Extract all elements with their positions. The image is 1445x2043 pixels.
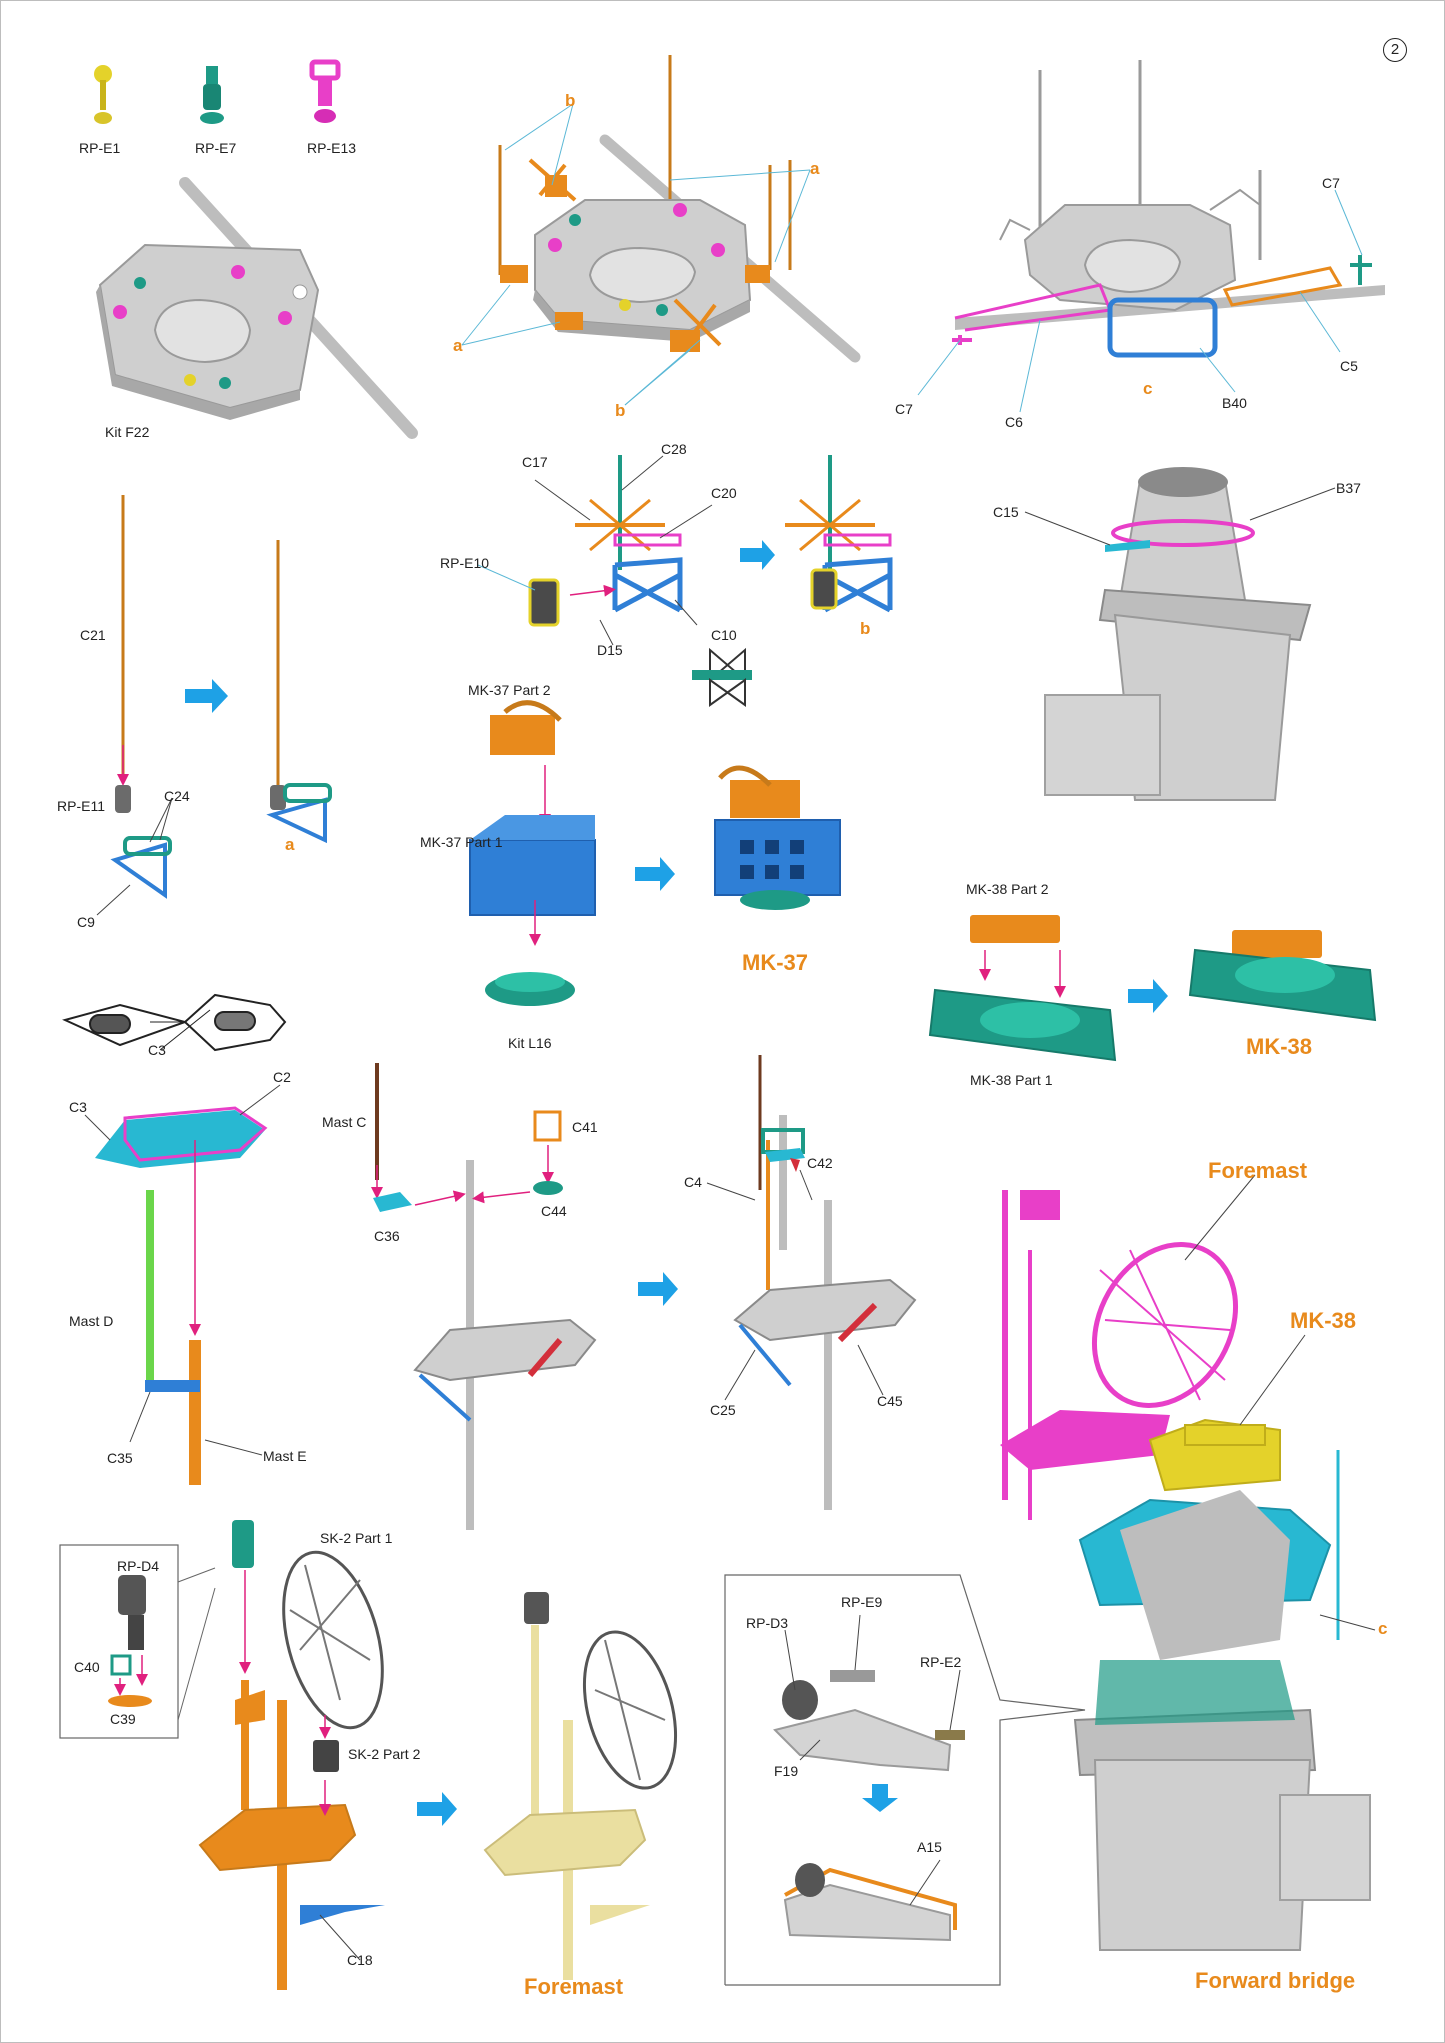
label-foremast-bottom: Foremast: [524, 1974, 624, 1999]
label-rp-e2: RP-E2: [920, 1654, 962, 1670]
label-b-assembled: b: [860, 619, 871, 638]
label-c-platform: c: [1143, 379, 1153, 398]
label-c28: C28: [661, 441, 687, 457]
label-rp-e1: RP-E1: [79, 140, 121, 156]
part-rp-e1: [94, 65, 112, 124]
arrow-right-icon: [417, 1792, 457, 1826]
label-c15: C15: [993, 504, 1019, 520]
label-c36: C36: [374, 1228, 400, 1244]
label-c42: C42: [807, 1155, 833, 1171]
arrow-right-icon: [1128, 979, 1168, 1013]
label-c24: C24: [164, 788, 190, 804]
label-c10: C10: [711, 627, 737, 643]
label-c39: C39: [110, 1711, 136, 1727]
label-rp-e13: RP-E13: [307, 140, 357, 156]
label-b-bottom: b: [615, 401, 626, 420]
part-rp-e7: [200, 66, 224, 124]
label-c5: C5: [1340, 358, 1358, 374]
label-kit-f22: Kit F22: [105, 424, 150, 440]
mk37-assembly: [469, 700, 841, 1006]
funnel-tower: [1024, 467, 1336, 801]
label-mk38-bridge: MK-38: [1290, 1308, 1357, 1333]
label-c4: C4: [684, 1174, 702, 1190]
label-c21: C21: [80, 627, 106, 643]
rp-d4-inset: [59, 1544, 216, 1739]
label-b40: B40: [1222, 395, 1247, 411]
page-number: 2: [1383, 38, 1407, 62]
label-mast-c: Mast C: [322, 1114, 367, 1130]
label-mast-e: Mast E: [263, 1448, 307, 1464]
part-rp-e13: [309, 59, 341, 123]
mast-c-assembly: [371, 1063, 597, 1530]
label-c17: C17: [522, 454, 548, 470]
platform-with-yardarms: [461, 55, 861, 406]
label-a-left: a: [453, 336, 463, 355]
c10-flat-part: [692, 647, 752, 707]
c10-structure-assembly: [477, 455, 893, 707]
arrow-right-icon: [740, 540, 775, 570]
mast-d-e-assembly: [84, 1084, 281, 1485]
mk38-assembly: [928, 915, 1377, 1062]
searchlight-inset: [724, 1574, 1086, 1986]
arrow-right-icon: [635, 857, 675, 891]
platform-assembly-c: [917, 60, 1385, 413]
label-rp-e7: RP-E7: [195, 140, 237, 156]
label-c40: C40: [74, 1659, 100, 1675]
forward-bridge-assembly: [1000, 1174, 1376, 1951]
label-mk38-title: MK-38: [1246, 1034, 1313, 1059]
label-c7-top: C7: [1322, 175, 1340, 191]
label-rp-e9: RP-E9: [841, 1594, 883, 1610]
label-c41: C41: [572, 1119, 598, 1135]
label-sk2-part1: SK-2 Part 1: [320, 1530, 393, 1546]
label-a-right: a: [810, 159, 820, 178]
label-rp-e10: RP-E10: [440, 555, 490, 571]
label-forward-bridge: Forward bridge: [1195, 1968, 1356, 1993]
label-c2: C2: [273, 1069, 291, 1085]
label-b-top: b: [565, 91, 576, 110]
label-c3: C3: [69, 1099, 87, 1115]
label-rp-d4: RP-D4: [117, 1558, 160, 1574]
label-mk37-part2: MK-37 Part 2: [468, 682, 551, 698]
mast-c-complete: [706, 1055, 917, 1510]
label-mast-d: Mast D: [69, 1313, 114, 1329]
label-c45: C45: [877, 1393, 903, 1409]
foremast-cream-assembly: [483, 1592, 678, 1980]
label-c3-flat: C3: [148, 1042, 166, 1058]
label-kit-l16: Kit L16: [508, 1035, 552, 1051]
label-rp-e11: RP-E11: [57, 798, 105, 814]
label-mk37-title: MK-37: [742, 950, 809, 975]
label-c-bridge: c: [1378, 1619, 1388, 1638]
label-mk38-part2: MK-38 Part 2: [966, 881, 1049, 897]
label-a-assembled: a: [285, 835, 295, 854]
label-c9: C9: [77, 914, 95, 930]
label-f19: F19: [774, 1763, 799, 1779]
arrow-right-icon: [638, 1272, 678, 1306]
arrow-right-icon: [185, 679, 228, 713]
label-a15: A15: [917, 1839, 942, 1855]
foremast-lower-assembly: [198, 1520, 385, 1990]
label-foremast-right: Foremast: [1208, 1158, 1308, 1183]
c3-flat-part: [62, 993, 287, 1052]
label-mk38-part1: MK-38 Part 1: [970, 1072, 1053, 1088]
label-c7-bottom: C7: [895, 401, 913, 417]
label-b37: B37: [1336, 480, 1361, 496]
label-c35: C35: [107, 1450, 133, 1466]
label-rp-d3: RP-D3: [746, 1615, 789, 1631]
kit-f22-platform: [96, 177, 418, 439]
label-c6: C6: [1005, 414, 1023, 430]
label-sk2-part2: SK-2 Part 2: [348, 1746, 421, 1762]
label-d15: D15: [597, 642, 623, 658]
label-c18: C18: [347, 1952, 373, 1968]
mast-c21-assembly: [96, 495, 332, 916]
label-c25: C25: [710, 1402, 736, 1418]
label-c20: C20: [711, 485, 737, 501]
label-mk37-part1: MK-37 Part 1: [420, 834, 503, 850]
label-c44: C44: [541, 1203, 567, 1219]
